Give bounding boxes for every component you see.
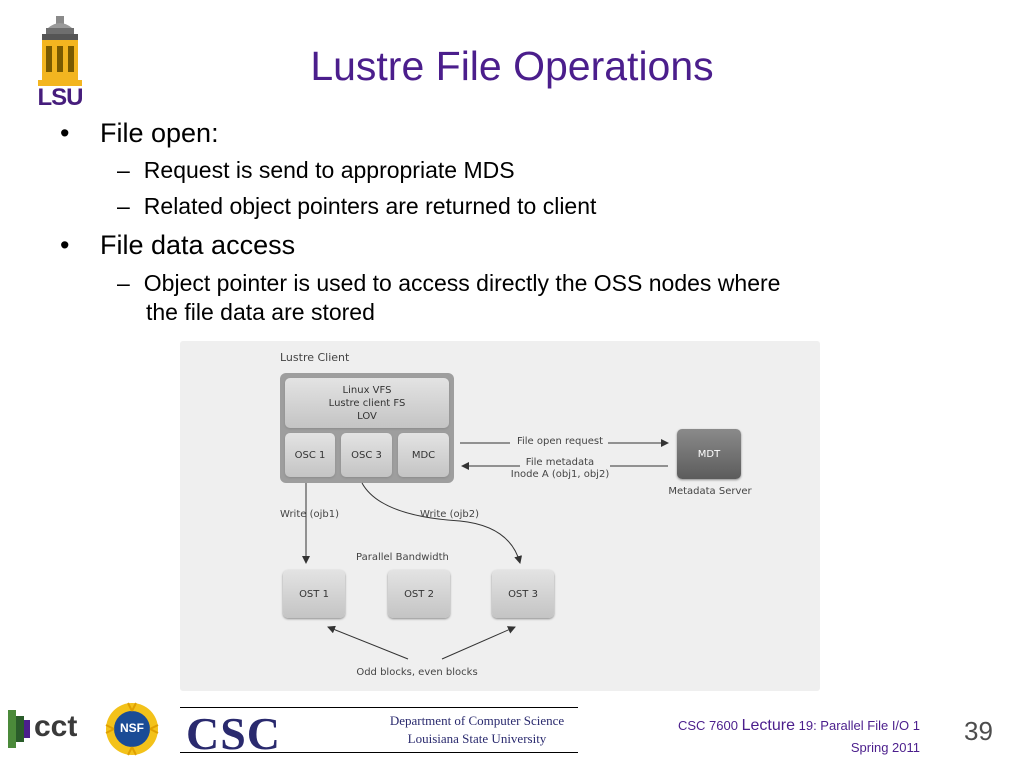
stack-line-lov: LOV	[357, 410, 377, 422]
sub-bullet-object-pointer: –Object pointer is used to access direct…	[117, 270, 781, 296]
write2-arrow	[361, 482, 523, 564]
blocks-label: Odd blocks, even blocks	[356, 667, 478, 678]
file-open-request-label: File open request	[516, 436, 604, 447]
sub-bullet-object-pointer-cont: the file data are stored	[146, 299, 375, 325]
ost1-box: OST 1	[283, 570, 345, 618]
page-title: Lustre File Operations	[310, 43, 714, 89]
footer-rule-top	[180, 707, 578, 708]
course-code: CSC 7600	[678, 718, 738, 733]
bullet-file-open: •File open:	[60, 118, 219, 148]
department-name: Department of Computer Science	[389, 713, 565, 728]
inode-label: Inode A (obj1, obj2)	[510, 469, 610, 480]
footer-rule-bottom	[180, 752, 578, 753]
lecture-word: Lecture	[741, 717, 795, 734]
lustre-client-label: Lustre Client	[280, 351, 350, 364]
bullet-marker: •	[60, 230, 70, 260]
mdc-box: MDC	[398, 433, 449, 477]
nsf-logo-text: NSF	[120, 721, 144, 735]
osc1-box: OSC 1	[285, 433, 335, 477]
write2-label: Write (ojb2)	[420, 509, 479, 520]
file-metadata-label: File metadata	[525, 457, 595, 468]
term: Spring 2011	[850, 740, 920, 755]
lsu-logo-text: LSU	[37, 84, 84, 111]
ost2-box: OST 2	[388, 570, 450, 618]
page-number: 39	[964, 716, 993, 746]
lsu-logo: LSU	[28, 14, 92, 111]
ost3-box: OST 3	[492, 570, 554, 618]
lsu-tower-icon	[38, 16, 82, 86]
blocks-arrow-left	[327, 625, 409, 660]
sub-bullet-marker: –	[117, 193, 130, 219]
blocks-arrow-right	[441, 626, 516, 660]
cct-logo-icon	[8, 710, 30, 748]
csc-logo: CSC	[186, 708, 282, 759]
stack-line-vfs: Linux VFS	[342, 384, 392, 396]
lustre-diagram: Lustre Client Linux VFS Lustre client FS…	[180, 341, 820, 691]
mdt-box: MDT	[677, 429, 741, 479]
sub-bullet-pointers: –Related object pointers are returned to…	[117, 193, 597, 219]
sub-bullet-marker: –	[117, 157, 130, 183]
cct-logo-text: cct	[34, 710, 78, 743]
osc3-box: OSC 3	[341, 433, 392, 477]
bullet-file-data-access: •File data access	[60, 230, 296, 260]
university-name: Louisiana State University	[407, 731, 547, 746]
parallel-bandwidth-label: Parallel Bandwidth	[356, 552, 449, 563]
nsf-globe-icon	[105, 702, 159, 756]
client-stack-box: Linux VFS Lustre client FS LOV	[285, 378, 449, 428]
nsf-logo: NSF	[104, 701, 160, 757]
bullet-marker: •	[60, 118, 70, 148]
sub-bullet-request: –Request is send to appropriate MDS	[117, 157, 515, 183]
cct-logo: cct	[8, 708, 94, 752]
course-line: CSC 7600 Lecture 19: Parallel File I/O 1	[678, 717, 920, 735]
sub-bullet-marker: –	[117, 270, 130, 296]
metadata-server-label: Metadata Server	[668, 486, 752, 497]
diagram-arrows	[280, 373, 669, 660]
write1-label: Write (ojb1)	[280, 509, 339, 520]
stack-line-clientfs: Lustre client FS	[328, 397, 406, 409]
lecture-title: 19: Parallel File I/O 1	[798, 718, 920, 733]
